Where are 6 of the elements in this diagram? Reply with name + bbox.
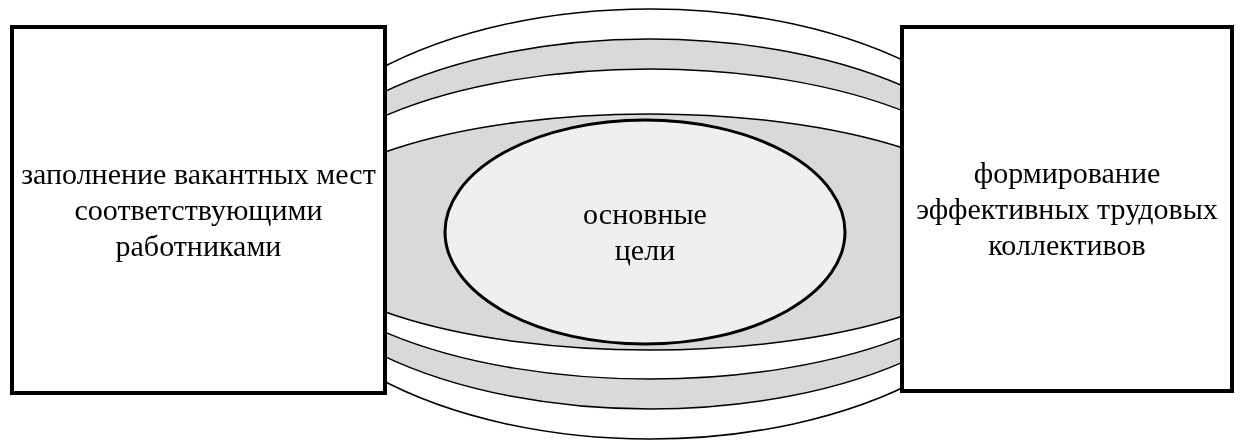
goal-label: основные цели [582,196,708,268]
goal-ellipse [443,118,847,346]
box-label: формирование эффективных трудовых коллективов [915,155,1219,263]
text-box [10,25,387,395]
text-box [900,25,1234,393]
box-label: заполнение вакантных мест соответствующими работниками [20,156,377,264]
